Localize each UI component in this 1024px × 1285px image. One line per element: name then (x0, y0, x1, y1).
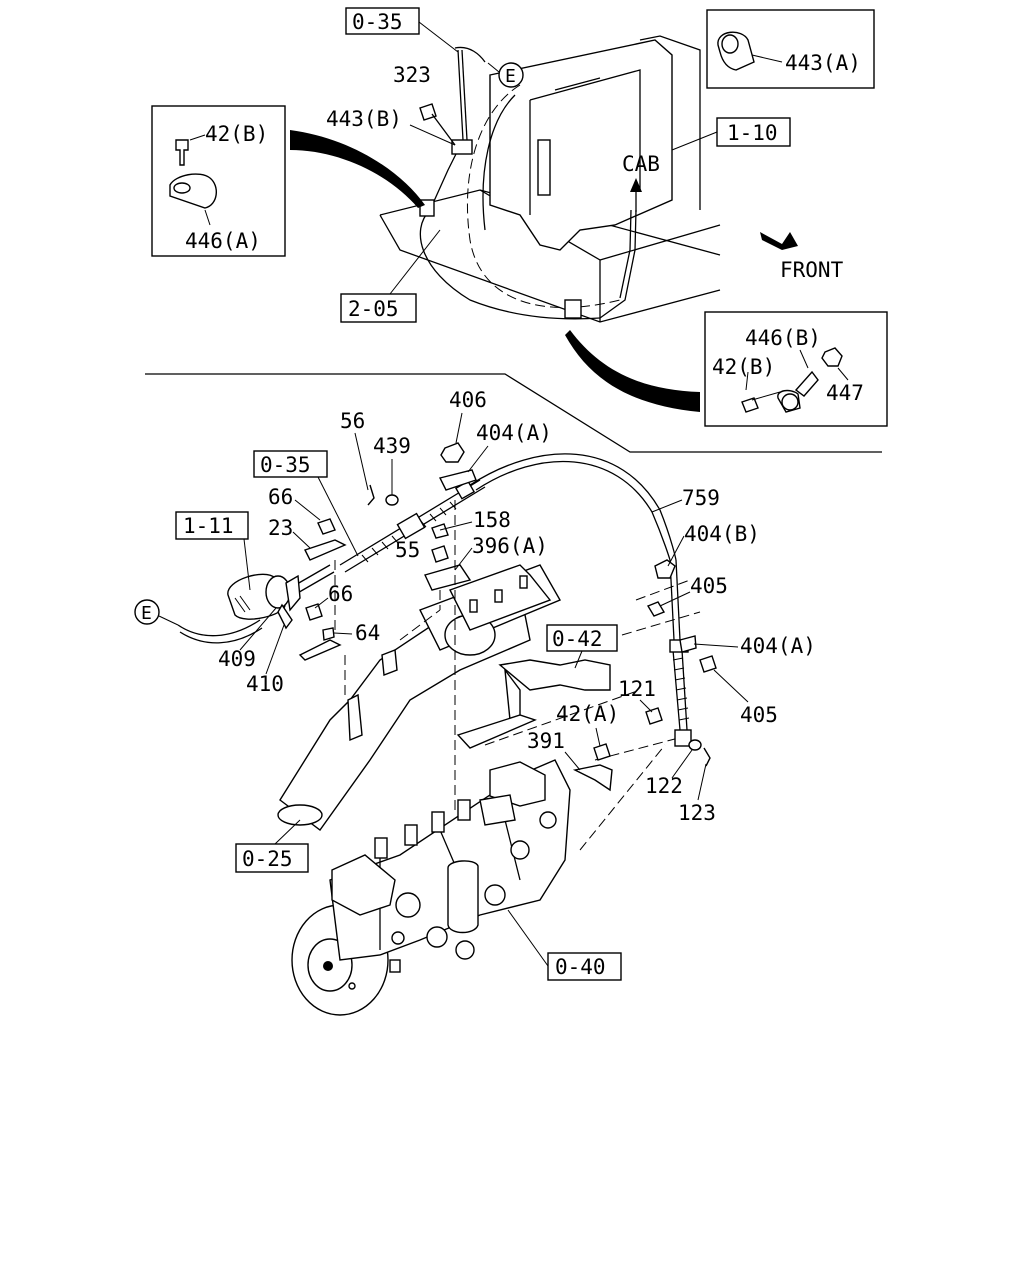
part-23: 23 (268, 516, 293, 540)
part-446a: 446(A) (185, 229, 261, 253)
part-42b-left: 42(B) (205, 122, 268, 146)
part-406: 406 (449, 388, 487, 412)
hardware-pieces (305, 442, 717, 767)
part-405-top: 405 (690, 574, 728, 598)
callout-025: 0-25 (242, 847, 293, 871)
callout-box-110 (716, 117, 791, 147)
part-404b: 404(B) (684, 522, 760, 546)
part-158: 158 (473, 508, 511, 532)
part-396a: 396(A) (472, 534, 548, 558)
callout-box-025 (235, 843, 309, 873)
marker-e-left (134, 599, 160, 625)
callout-035-top: 0-35 (352, 10, 403, 34)
part-439: 439 (373, 434, 411, 458)
callout-box-035-mid (253, 450, 328, 478)
part-447: 447 (826, 381, 864, 405)
part-443a: 443(A) (785, 51, 861, 75)
callout-040: 0-40 (555, 955, 606, 979)
marker-e-left-label: E (141, 603, 152, 624)
front-label: FRONT (780, 258, 844, 282)
callout-box-205 (340, 293, 417, 323)
part-404a-mid: 404(A) (740, 634, 816, 658)
engine-assembly (277, 500, 701, 1016)
part-443b: 443(B) (326, 107, 402, 131)
callout-box-035-top (345, 7, 420, 35)
detail-box-443a (706, 9, 875, 89)
part-66-bot: 66 (328, 582, 353, 606)
part-391: 391 (527, 729, 565, 753)
cab-radiator-assembly (290, 35, 721, 412)
part-64: 64 (355, 621, 380, 645)
part-121: 121 (618, 677, 656, 701)
cable-end-sleeve (227, 573, 301, 630)
callout-box-040 (547, 952, 622, 981)
detail-box-446a (151, 105, 286, 257)
part-56: 56 (340, 409, 365, 433)
part-66-top: 66 (268, 485, 293, 509)
marker-e-top-label: E (505, 66, 516, 87)
detail-box-446b (704, 311, 888, 427)
part-410: 410 (246, 672, 284, 696)
part-55: 55 (395, 538, 420, 562)
callout-205: 2-05 (348, 297, 399, 321)
part-42a: 42(A) (556, 702, 619, 726)
part-759: 759 (682, 486, 720, 510)
part-446b: 446(B) (745, 326, 821, 350)
front-arrow (760, 232, 798, 250)
part-323: 323 (393, 63, 431, 87)
callout-110: 1-10 (727, 121, 778, 145)
part-42b-right: 42(B) (712, 355, 775, 379)
part-122: 122 (645, 774, 683, 798)
part-405-bot: 405 (740, 703, 778, 727)
callout-111: 1-11 (183, 514, 234, 538)
cab-label: CAB (622, 152, 660, 176)
section-divider (145, 373, 882, 453)
part-409: 409 (218, 647, 256, 671)
callout-box-042 (546, 624, 618, 652)
callout-042: 0-42 (552, 627, 603, 651)
marker-e-top (498, 62, 524, 88)
part-404a-top: 404(A) (476, 421, 552, 445)
callout-box-111 (175, 511, 249, 540)
part-123: 123 (678, 801, 716, 825)
callout-035-mid: 0-35 (260, 453, 311, 477)
